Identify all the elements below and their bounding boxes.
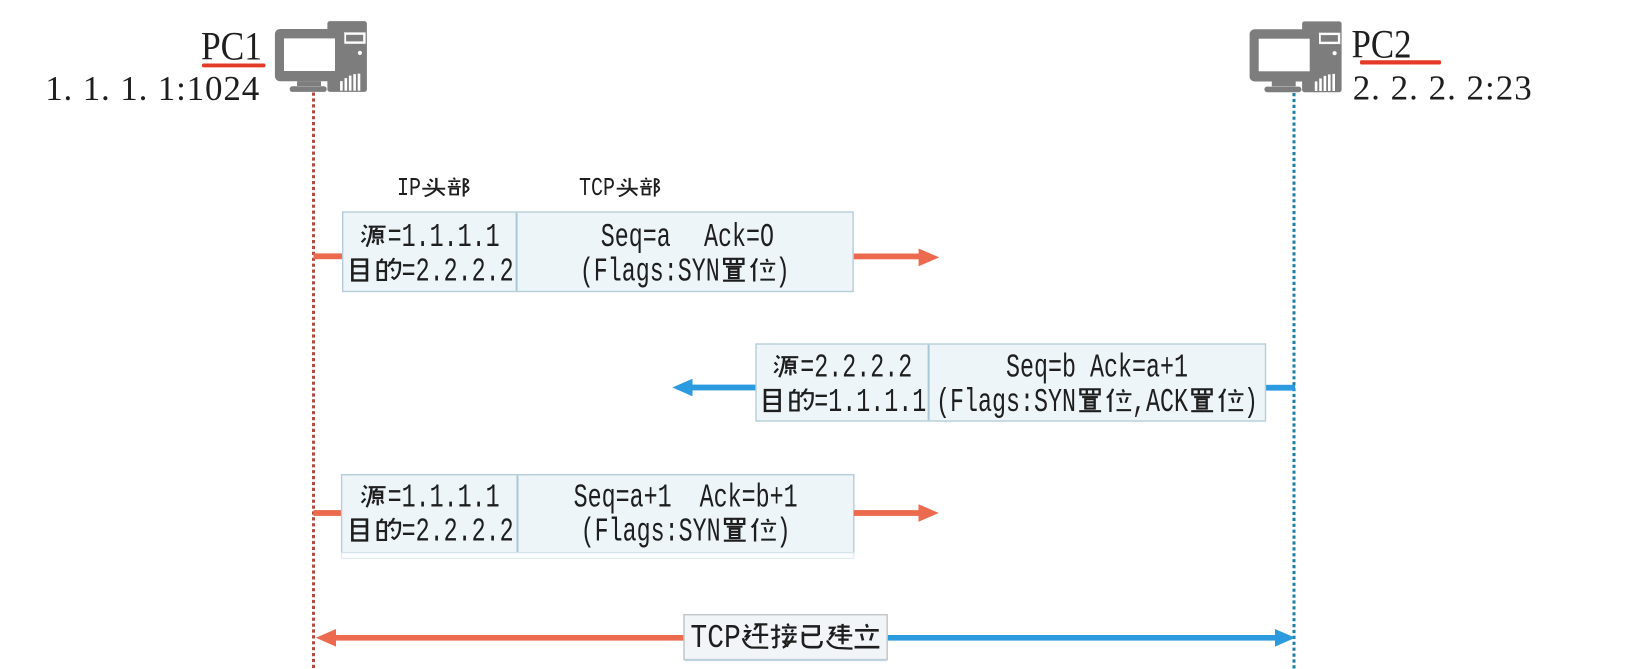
svg-text:): ) xyxy=(776,254,790,291)
svg-text:=1.1.1.1: =1.1.1.1 xyxy=(814,384,926,421)
svg-text:Ack=b+1: Ack=b+1 xyxy=(700,480,798,517)
svg-text:(Flags:SYN: (Flags:SYN xyxy=(580,254,720,291)
svg-text:,ACK: ,ACK xyxy=(1132,384,1188,421)
svg-text:): ) xyxy=(777,514,791,551)
svg-text:TCP: TCP xyxy=(579,173,615,203)
svg-text:): ) xyxy=(1244,384,1258,421)
svg-text:TCP: TCP xyxy=(690,620,740,657)
svg-text:=2.2.2.2: =2.2.2.2 xyxy=(800,350,912,387)
svg-text:Ack=O: Ack=O xyxy=(704,219,774,256)
svg-text:Seq=a+1: Seq=a+1 xyxy=(574,480,672,517)
svg-text:=1.1.1.1: =1.1.1.1 xyxy=(388,480,500,517)
svg-text:=2.2.2.2: =2.2.2.2 xyxy=(402,514,514,551)
svg-text:Seq=a: Seq=a xyxy=(601,219,671,256)
svg-text:PC2: PC2 xyxy=(1352,22,1412,67)
svg-text:(Flags:SYN: (Flags:SYN xyxy=(581,514,721,551)
svg-text:(Flags:SYN: (Flags:SYN xyxy=(936,384,1076,421)
svg-text:=2.2.2.2: =2.2.2.2 xyxy=(402,254,514,291)
svg-text:2. 2. 2. 2:23: 2. 2. 2. 2:23 xyxy=(1353,68,1532,107)
svg-text:IP: IP xyxy=(397,173,421,203)
svg-text:=1.1.1.1: =1.1.1.1 xyxy=(388,219,500,256)
svg-text:Seq=b Ack=a+1: Seq=b Ack=a+1 xyxy=(1006,350,1188,387)
svg-text:1. 1. 1. 1:1024: 1. 1. 1. 1:1024 xyxy=(45,69,259,108)
svg-text:PC1: PC1 xyxy=(201,23,262,68)
